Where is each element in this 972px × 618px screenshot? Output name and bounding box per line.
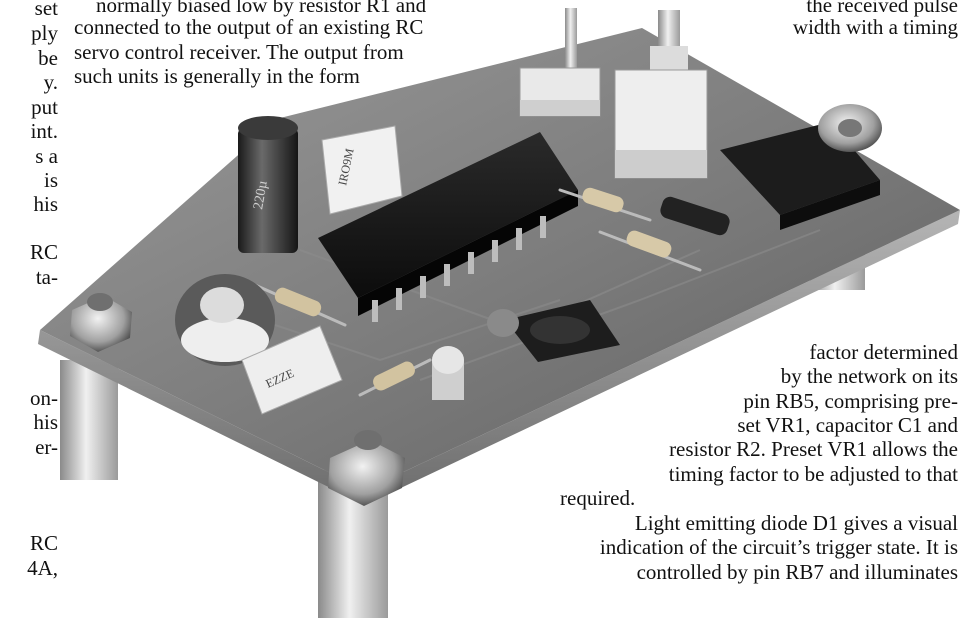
left-fragment: ta- (35, 265, 58, 289)
left-fragment: be (38, 46, 58, 70)
electrolytic-capacitor: 220µ (238, 116, 298, 253)
body-line: timing factor to be adjusted to that (668, 462, 958, 486)
left-fragment: his (33, 192, 58, 216)
body-line: pin RB5, comprising pre- (743, 389, 958, 413)
body-line: width with a timing (792, 15, 958, 39)
ceramic-capacitor-bottom: EZZE (241, 325, 343, 415)
body-line: indication of the circuit’s trigger stat… (599, 535, 958, 559)
body-line: controlled by pin RB7 and illuminates (636, 560, 958, 584)
ceramic-capacitor-top: IRO9M (321, 125, 403, 215)
body-line: normally biased low by resistor R1 and (96, 0, 427, 17)
left-fragment: s a (35, 144, 58, 168)
body-line: set VR1, capacitor C1 and (737, 413, 958, 437)
body-line: such units is generally in the form (74, 64, 360, 88)
voltage-regulator (720, 104, 882, 230)
body-line: required. (560, 486, 636, 510)
left-fragment: RC (29, 240, 58, 264)
small-capacitor (487, 309, 519, 337)
left-fragment: ply (31, 21, 58, 45)
left-fragment: his (33, 410, 58, 434)
preset-potentiometer (175, 274, 275, 366)
capacitor-marking: 220µ (251, 179, 271, 210)
body-line: resistor R2. Preset VR1 allows the (669, 437, 958, 461)
body-line: connected to the output of an existing R… (74, 15, 424, 39)
left-fragment: put (31, 95, 58, 119)
left-fragment: on- (30, 386, 58, 410)
left-fragment: int. (30, 119, 58, 143)
body-line: by the network on its (780, 364, 958, 388)
diode (660, 196, 730, 236)
left-fragment: set (34, 0, 58, 20)
mounting-nuts (70, 293, 405, 506)
led (432, 346, 464, 400)
left-fragment: RC (29, 531, 58, 555)
left-fragment: er- (35, 435, 58, 459)
left-fragment: y. (43, 70, 58, 94)
left-fragment: 4A, (27, 556, 58, 580)
left-fragment: is (43, 168, 58, 192)
crystal-oscillator (505, 300, 620, 362)
body-line: factor determined (809, 340, 958, 364)
header-connector-left (519, 8, 601, 117)
microcontroller-ic (318, 132, 578, 322)
header-connector-right (614, 10, 708, 179)
body-line: the received pulse (806, 0, 958, 17)
body-line: servo control receiver. The output from (74, 40, 404, 64)
body-line: Light emitting diode D1 gives a visual (634, 511, 958, 535)
resistors (253, 187, 702, 397)
